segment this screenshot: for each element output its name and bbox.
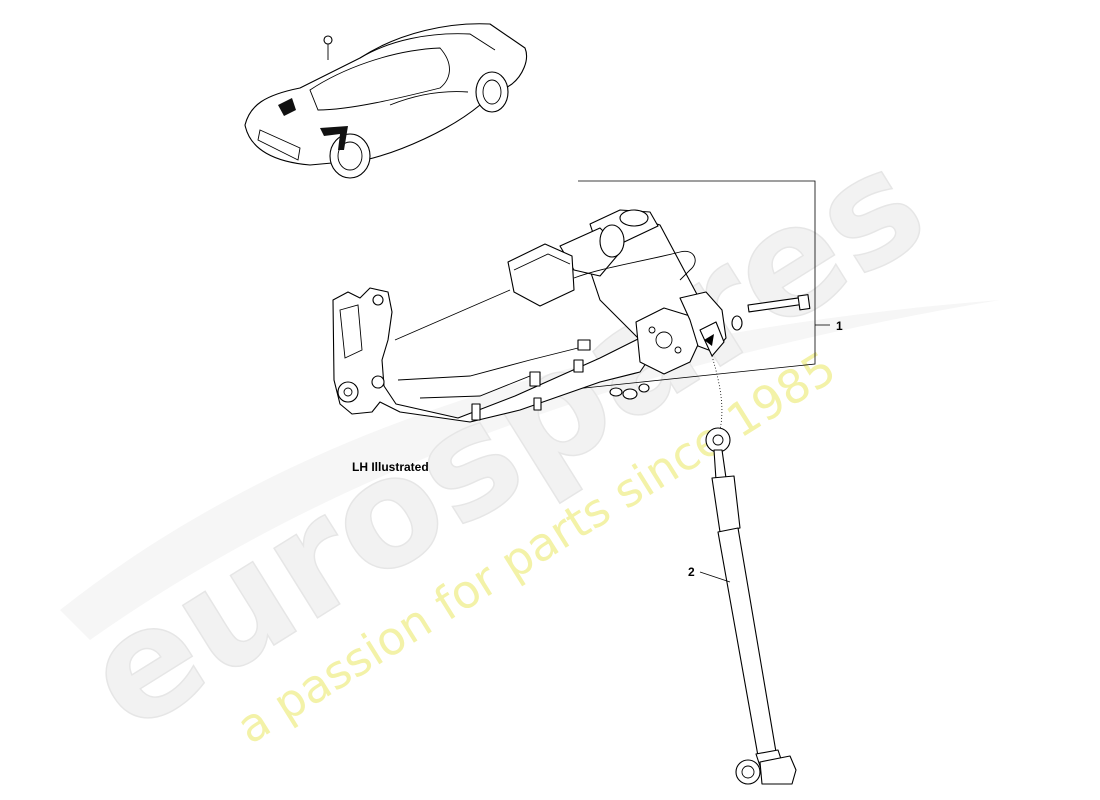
callout-2-leader: [699, 571, 731, 583]
lh-illustrated-note: LH Illustrated: [352, 460, 429, 474]
height-sensor-assembly: [332, 209, 811, 423]
height-sensor-link-rod: [705, 427, 797, 785]
car-location-thumbnail: [244, 23, 528, 179]
callout-2-label: 2: [688, 565, 695, 579]
callout-1-bracket: [564, 180, 816, 391]
watermark-brand: eurospares: [57, 115, 954, 765]
callout-1-label: 1: [836, 319, 843, 333]
assembly-guide-line: [711, 355, 723, 431]
watermark: eurospares a passion for parts since 198…: [56, 115, 1000, 766]
